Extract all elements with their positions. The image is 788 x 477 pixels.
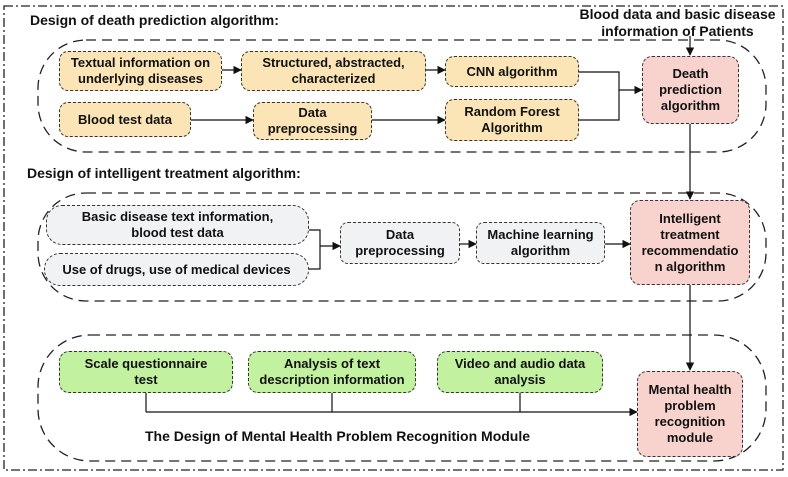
machine-learning-node: Machine learning algorithm: [476, 222, 605, 264]
basic-disease-node: Basic disease text information, blood te…: [46, 205, 309, 245]
blood-test-node: Blood test data: [59, 102, 191, 137]
mental-section-frame: [37, 334, 767, 462]
drugs-devices-node: Use of drugs, use of medical devices: [44, 253, 309, 286]
structured-node: Structured, abstracted, characterized: [241, 51, 426, 91]
arrow-cnn-to-death: [579, 71, 643, 95]
random-forest-node: Random Forest Algorithm: [445, 99, 579, 141]
death-section-frame: [37, 39, 767, 153]
death-prediction-node: Death prediction algorithm: [642, 56, 739, 124]
connector-basic: [309, 229, 321, 246]
mental-section-title: The Design of Mental Health Problem Reco…: [145, 428, 531, 444]
mental-health-node: Mental health problem recognition module: [637, 371, 743, 457]
data-preprocessing-node: Data preprocessing: [253, 102, 372, 140]
text-analysis-node: Analysis of text description information: [248, 351, 416, 393]
connector-drugs: [309, 246, 321, 270]
treatment-section-frame: [37, 192, 767, 302]
textual-info-node: Textual information on underlying diseas…: [59, 51, 222, 91]
video-audio-node: Video and audio data analysis: [437, 351, 603, 393]
cnn-algorithm-node: CNN algorithm: [445, 56, 579, 87]
arrow-rf-to-death: [579, 90, 620, 121]
intelligent-treatment-node: Intelligent treatment recommendatio n al…: [630, 200, 750, 285]
outer-border: [3, 5, 784, 471]
treatment-preprocessing-node: Data preprocessing: [340, 222, 460, 264]
patient-input-label: Blood data and basic disease information…: [579, 6, 776, 39]
death-section-title: Design of death prediction algorithm:: [30, 12, 279, 28]
treatment-section-title: Design of intelligent treatment algorith…: [27, 165, 301, 181]
scale-questionnaire-node: Scale questionnaire test: [59, 351, 233, 393]
